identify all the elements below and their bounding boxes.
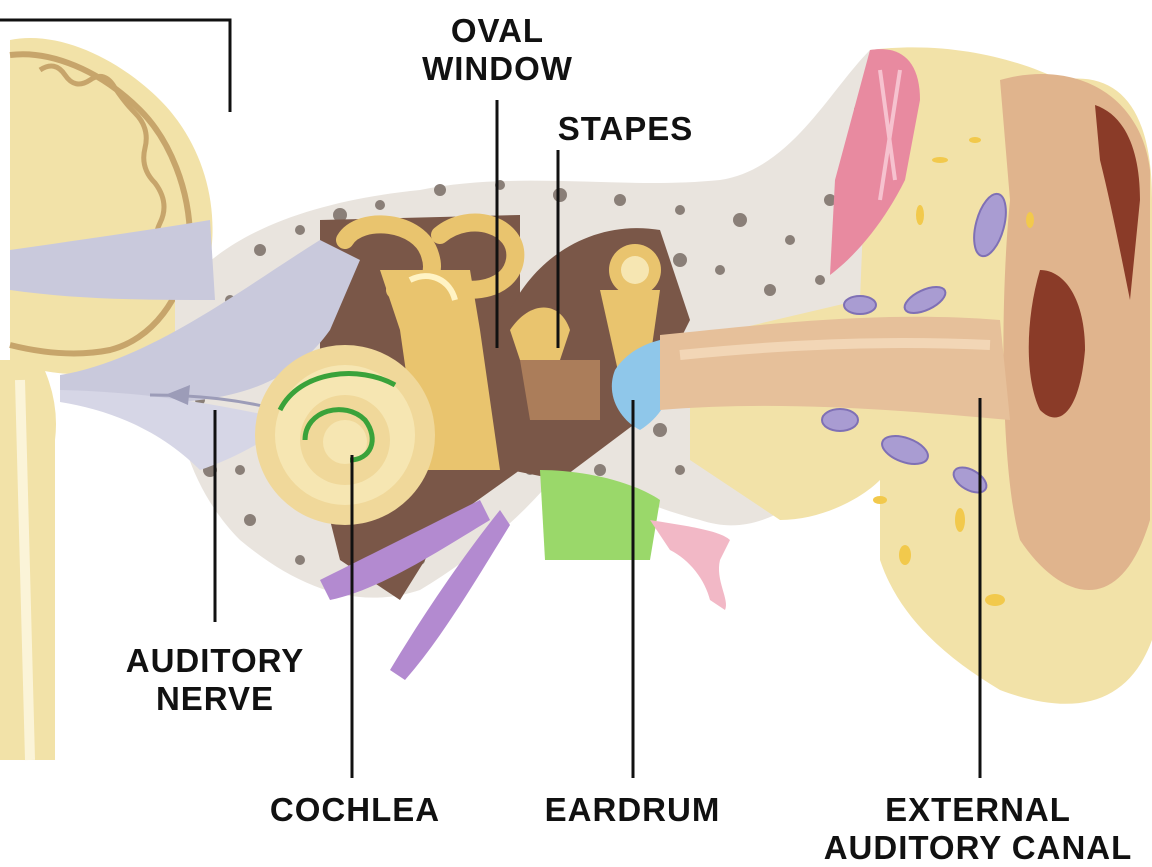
label-oval-window: OVAL WINDOW	[410, 12, 585, 88]
label-external-auditory-canal: EXTERNAL AUDITORY CANAL	[808, 791, 1148, 867]
label-auditory-nerve-line2: NERVE	[110, 680, 320, 718]
label-stapes: STAPES	[548, 110, 703, 148]
external-auditory-canal	[660, 317, 1010, 420]
label-oval-window-line1: OVAL	[410, 12, 585, 50]
label-auditory-nerve-line1: AUDITORY	[110, 642, 320, 680]
label-auditory-nerve: AUDITORY NERVE	[110, 642, 320, 718]
label-cochlea: COCHLEA	[255, 791, 455, 829]
label-external-auditory-canal-line2: AUDITORY CANAL	[808, 829, 1148, 867]
label-eardrum-text: EARDRUM	[530, 791, 735, 829]
small-cartilage	[650, 520, 730, 610]
label-stapes-text: STAPES	[548, 110, 703, 148]
label-oval-window-line2: WINDOW	[410, 50, 585, 88]
label-external-auditory-canal-line1: EXTERNAL	[808, 791, 1148, 829]
cochlea	[255, 345, 435, 525]
label-cochlea-text: COCHLEA	[255, 791, 455, 829]
label-eardrum: EARDRUM	[530, 791, 735, 829]
